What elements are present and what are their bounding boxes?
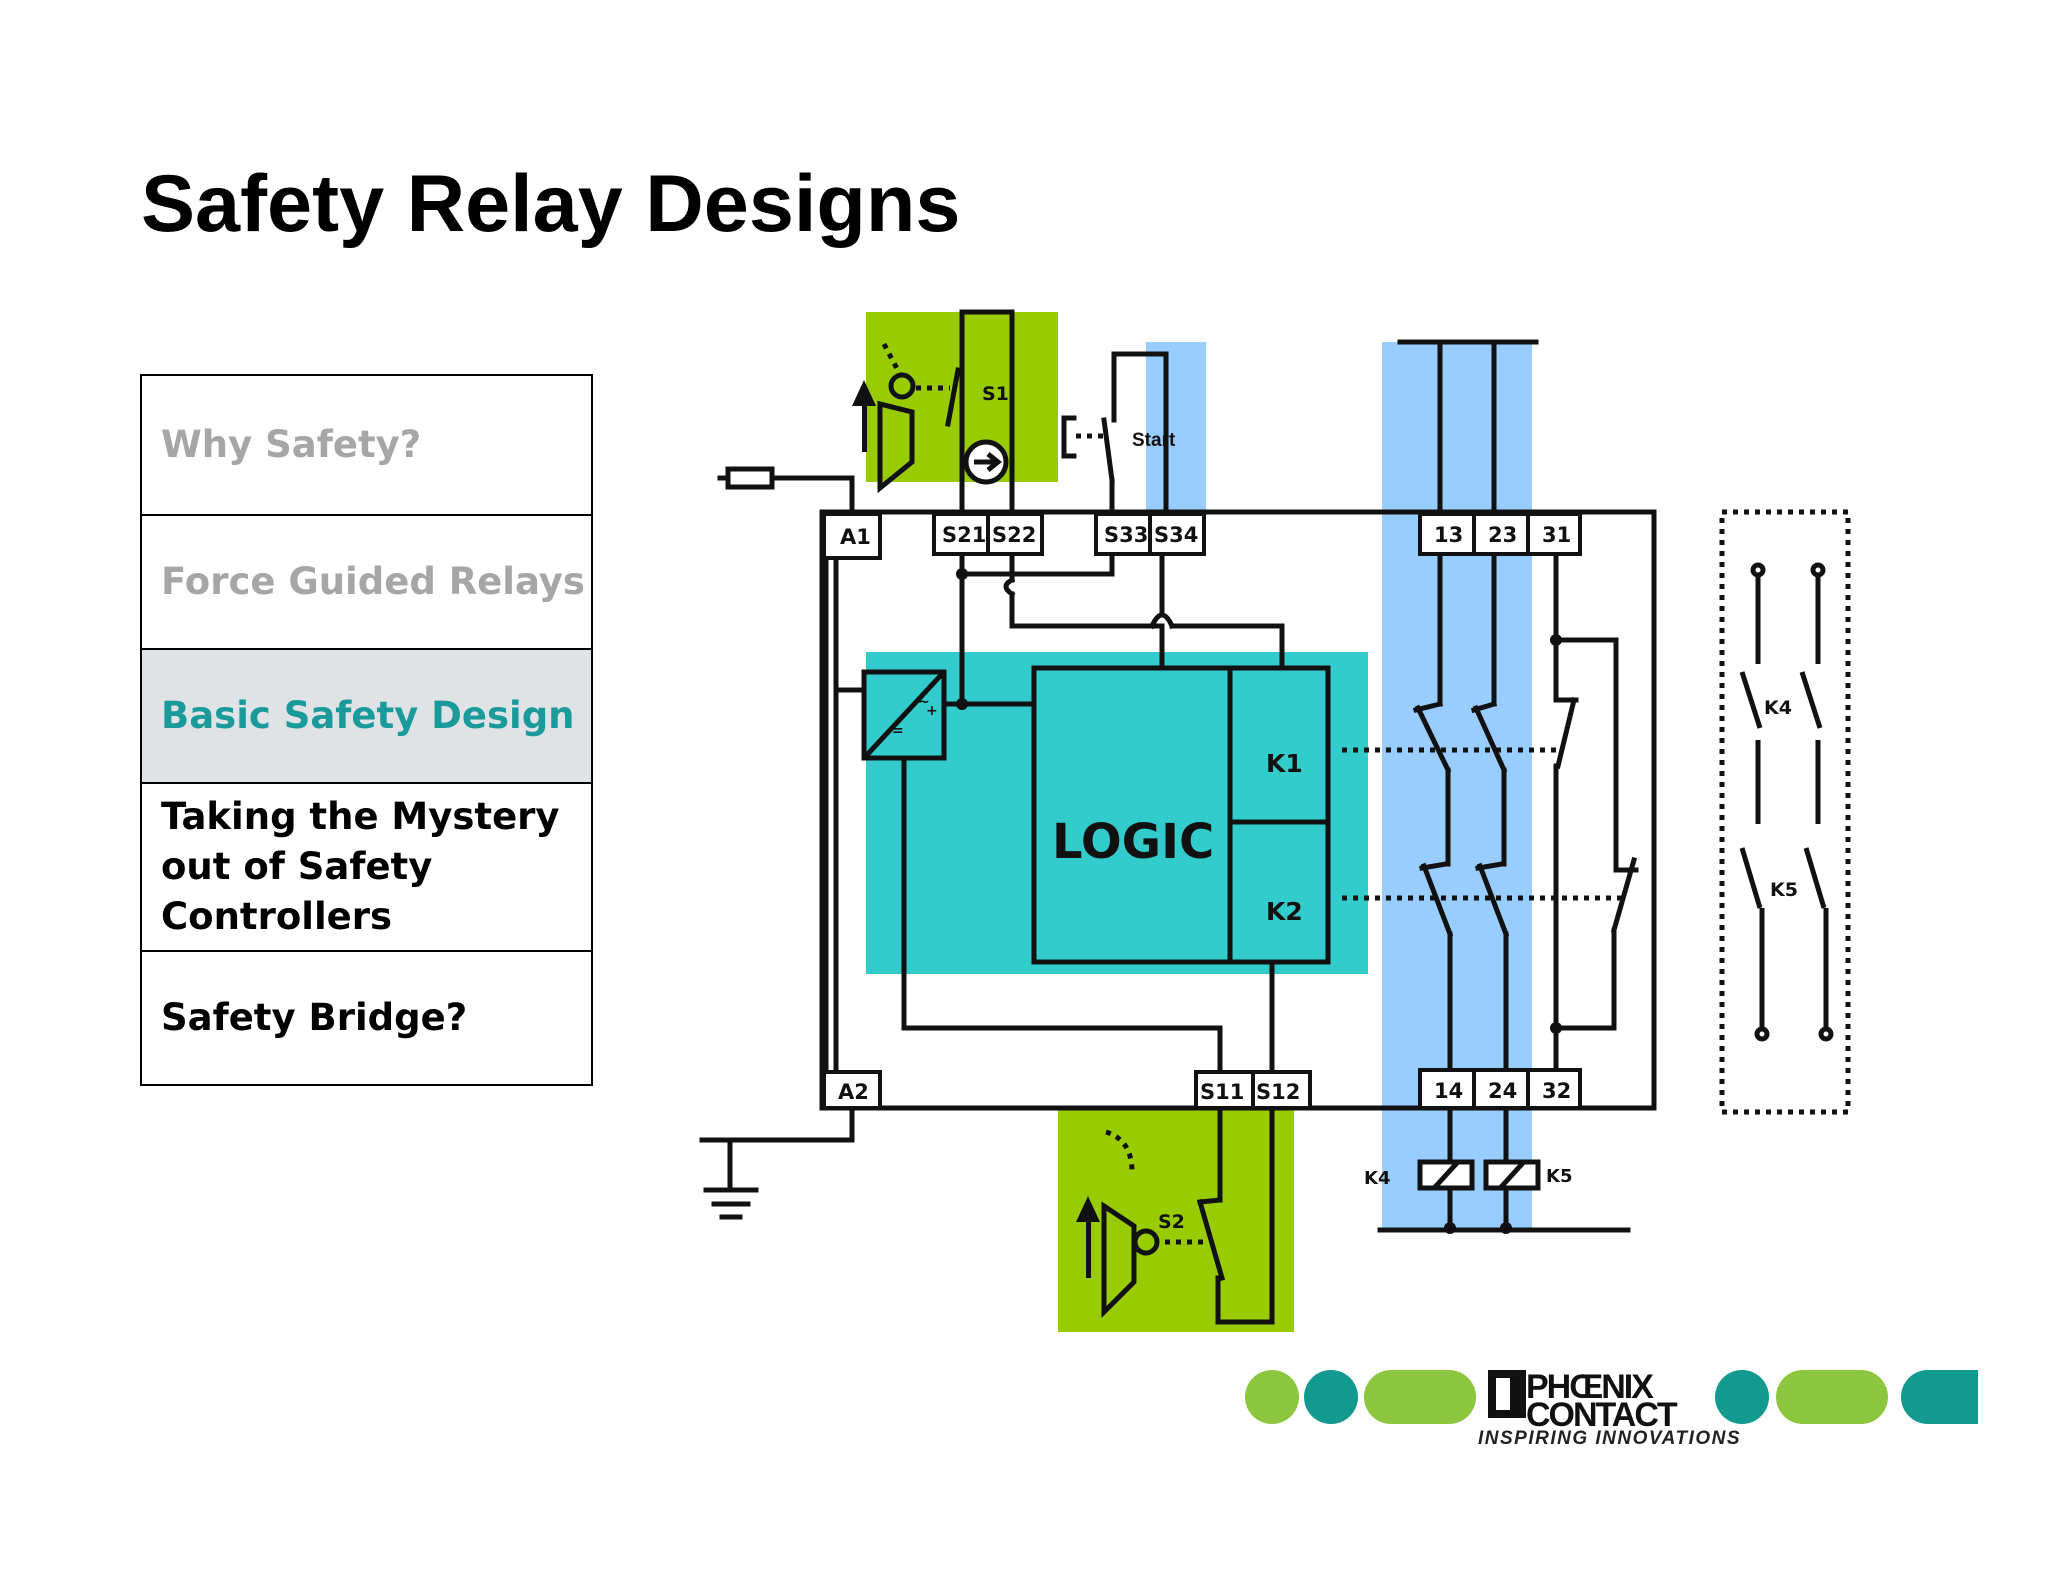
label-s11: S11 — [1200, 1080, 1244, 1104]
nav-item-why-safety[interactable]: Why Safety? — [142, 376, 591, 514]
label-s33: S33 — [1104, 523, 1148, 547]
label-k4-contact: K4 — [1764, 697, 1792, 719]
start-highlight — [1146, 342, 1206, 512]
label-k5-contact: K5 — [1770, 879, 1798, 901]
svg-text:CONTACT: CONTACT — [1526, 1396, 1678, 1430]
logo-dot — [1715, 1370, 1769, 1424]
label-31: 31 — [1542, 523, 1571, 547]
label-k1: K1 — [1266, 749, 1303, 778]
label-s2: S2 — [1158, 1211, 1185, 1233]
nav-item-label: Safety Bridge? — [161, 996, 468, 1039]
logo-dot — [1245, 1370, 1299, 1424]
svg-text:PHŒNIX: PHŒNIX — [1526, 1368, 1654, 1406]
logo-pill-half — [1901, 1370, 1978, 1424]
logo-pill — [1776, 1370, 1888, 1424]
label-a2: A2 — [838, 1080, 869, 1104]
nav-item-taking-the-mystery[interactable]: Taking the Mystery out of Safety Control… — [142, 782, 591, 950]
logo-wordmark: PHŒNIX CONTACT — [1488, 1368, 1680, 1430]
terminal-14-24-32 — [1418, 1068, 1582, 1110]
nav-item-safety-bridge[interactable]: Safety Bridge? — [142, 950, 591, 1084]
nav-item-label: Force Guided Relays — [161, 560, 585, 603]
tagline: INSPIRING INNOVATIONS — [1478, 1428, 1742, 1449]
nav-item-basic-safety-design[interactable]: Basic Safety Design — [142, 648, 591, 782]
label-logic: LOGIC — [1052, 814, 1214, 870]
label-start: Start — [1132, 430, 1176, 451]
label-23: 23 — [1488, 523, 1517, 547]
nav-item-label: Basic Safety Design — [161, 694, 575, 737]
nav-item-force-guided-relays[interactable]: Force Guided Relays — [142, 514, 591, 648]
svg-text:=: = — [892, 723, 904, 739]
label-s22: S22 — [992, 523, 1036, 547]
logo-dot — [1304, 1370, 1358, 1424]
nav-item-label: Taking the Mystery out of Safety Control… — [161, 795, 560, 938]
label-24: 24 — [1488, 1079, 1517, 1103]
label-a1: A1 — [840, 525, 871, 549]
label-s1: S1 — [982, 383, 1009, 405]
label-k2: K2 — [1266, 897, 1303, 926]
svg-text:~: ~ — [918, 694, 930, 710]
logo-pill — [1364, 1370, 1476, 1424]
terminal-a1 — [822, 512, 882, 560]
terminal-a2 — [822, 1070, 882, 1110]
svg-text:+: + — [926, 703, 938, 719]
terminal-13-23-31 — [1418, 512, 1582, 556]
topic-navigation: Why Safety? Force Guided Relays Basic Sa… — [140, 374, 593, 1086]
slide-title: Safety Relay Designs — [141, 159, 961, 249]
label-k5-coil: K5 — [1546, 1166, 1572, 1187]
label-14: 14 — [1434, 1079, 1463, 1103]
phoenix-contact-logo: PHŒNIX CONTACT — [1245, 1368, 1978, 1430]
label-32: 32 — [1542, 1079, 1571, 1103]
label-s21: S21 — [942, 523, 986, 547]
nav-item-label: Why Safety? — [161, 423, 422, 466]
label-13: 13 — [1434, 523, 1463, 547]
label-k4-coil: K4 — [1364, 1168, 1390, 1189]
label-s12: S12 — [1256, 1080, 1300, 1104]
label-s34: S34 — [1154, 523, 1198, 547]
